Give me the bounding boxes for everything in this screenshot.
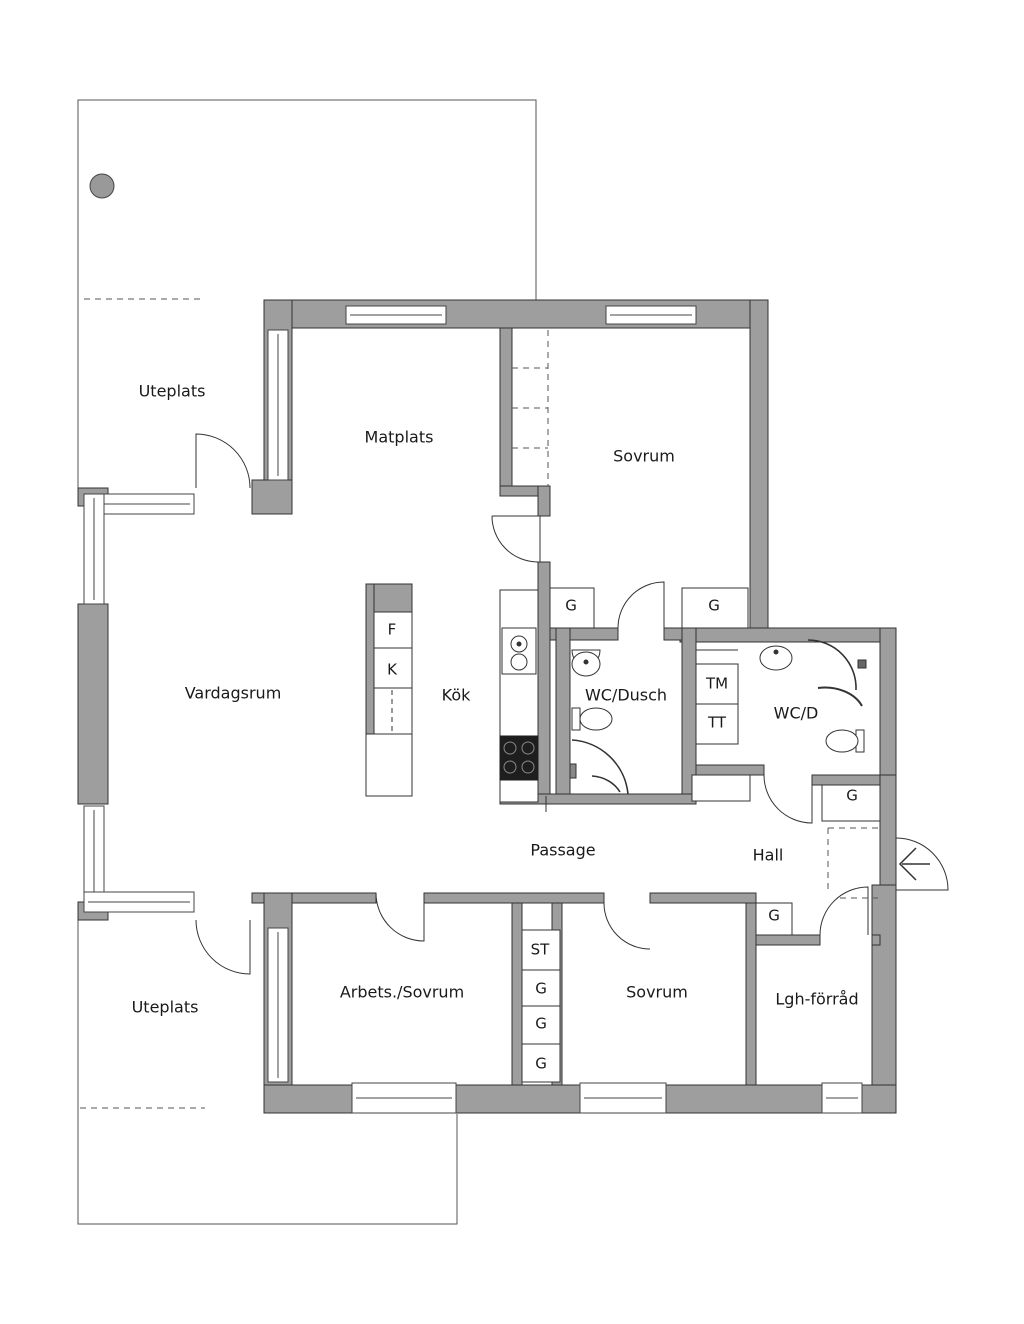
sink-icon-wcd — [759, 645, 793, 671]
washer-label: TM — [705, 675, 728, 693]
closet-label: G — [565, 597, 577, 615]
closet-label: G — [846, 787, 858, 805]
island-label-f: F — [388, 621, 397, 639]
dashed-lines — [512, 330, 878, 899]
room-lgh-forrad: Lgh-förråd — [775, 990, 858, 1009]
closet-boxes — [521, 587, 881, 1083]
storage-label: ST — [531, 941, 551, 959]
entrance-arrow-icon — [898, 847, 930, 881]
room-vardagsrum: Vardagsrum — [185, 684, 282, 703]
toilet-icon — [571, 707, 581, 731]
closet-label: G — [535, 1055, 547, 1073]
room-wc-d: WC/D — [774, 704, 819, 723]
terrace-bottom — [77, 920, 458, 1225]
closet-label: G — [535, 980, 547, 998]
kitchen-counter — [499, 589, 539, 803]
room-hall: Hall — [753, 846, 784, 865]
room-sovrum-bottom: Sovrum — [626, 983, 688, 1002]
room-sovrum-top: Sovrum — [613, 447, 675, 466]
dryer-label: TT — [707, 714, 727, 732]
terrace-top — [77, 99, 537, 488]
room-uteplats-top: Uteplats — [139, 382, 206, 401]
tree-icon — [89, 173, 115, 199]
room-matplats: Matplats — [365, 428, 434, 447]
closet-label: G — [768, 907, 780, 925]
kitchen-island — [365, 583, 413, 797]
room-wc-dusch: WC/Dusch — [585, 686, 667, 705]
room-kok: Kök — [442, 686, 471, 705]
closet-label: G — [535, 1015, 547, 1033]
closet-label: G — [708, 597, 720, 615]
doors — [195, 433, 949, 975]
island-label-k: K — [387, 661, 398, 679]
room-arbets-sovrum: Arbets./Sovrum — [340, 983, 464, 1002]
room-passage: Passage — [530, 841, 595, 860]
room-uteplats-bottom: Uteplats — [132, 998, 199, 1017]
windows — [83, 305, 863, 1114]
bathroom-fixtures — [569, 639, 867, 795]
